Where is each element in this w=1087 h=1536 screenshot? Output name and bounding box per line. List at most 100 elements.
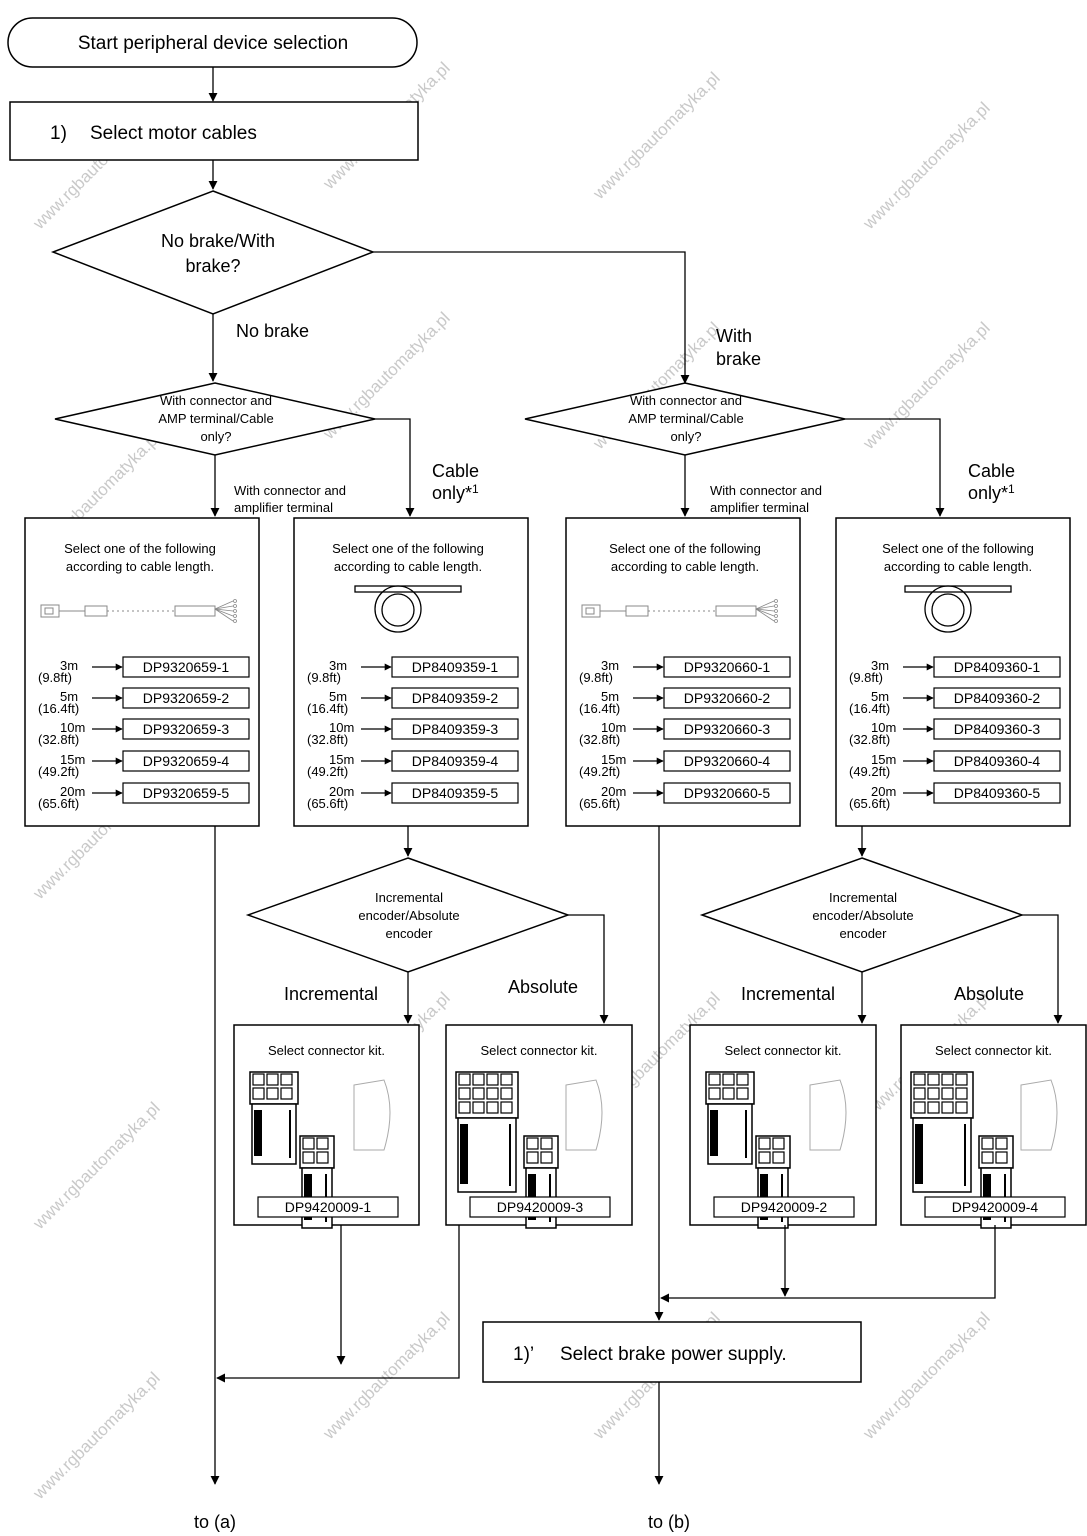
kit-part-number: DP9420009-3 (497, 1199, 584, 1215)
encoder-decision-with-brake: Incremental encoder/Absolute encoder (699, 857, 1025, 973)
length-feet: (49.2ft) (849, 764, 890, 779)
length-row: 5m(16.4ft)DP8409359-2 (307, 687, 519, 716)
kit-instruction: Select connector kit. (268, 1043, 385, 1058)
length-row: 3m(9.8ft) DP8409360-1 (849, 656, 1061, 685)
panel-instruction: Select one of the following (882, 541, 1034, 556)
svg-text:only*1: only*1 (968, 482, 1015, 503)
length-feet: (32.8ft) (849, 732, 890, 747)
connector-decision-no-brake: With connector and AMP terminal/Cable on… (54, 382, 376, 456)
length-feet: (9.8ft) (307, 670, 341, 685)
length-row: 10m(32.8ft) DP8409359-3 (307, 718, 519, 747)
length-meters: 20m (60, 784, 85, 799)
length-row: 15m(49.2ft)DP8409359-4 (307, 750, 519, 779)
with-brake-label-2: brake (716, 349, 761, 369)
kit-part-number: DP9420009-2 (741, 1199, 828, 1215)
length-feet: (16.4ft) (307, 701, 348, 716)
brake-decision-line1: No brake/With (161, 231, 275, 251)
watermark: www.rgbautomatyka.pl (859, 1308, 994, 1443)
panel-instruction: according to cable length. (66, 559, 214, 574)
panel-instruction: according to cable length. (884, 559, 1032, 574)
length-feet: (16.4ft) (38, 701, 79, 716)
svg-text:amplifier terminal: amplifier terminal (710, 500, 809, 515)
length-feet: (49.2ft) (38, 764, 79, 779)
part-number: DP9320659-2 (143, 690, 230, 706)
watermark: www.rgbautomatyka.pl (29, 1368, 164, 1503)
svg-text:Absolute: Absolute (954, 984, 1024, 1004)
no-brake-label: No brake (236, 321, 309, 341)
length-row: 5m(16.4ft) DP9320659-2 (38, 687, 250, 716)
part-number: DP8409359-1 (412, 659, 499, 675)
length-row: 5m(16.4ft)DP9320660-2 (579, 687, 791, 716)
part-number: DP9320660-4 (684, 753, 771, 769)
svg-text:Absolute: Absolute (508, 977, 578, 997)
length-meters: 15m (329, 752, 354, 767)
cable-panel-d: Select one of the following according to … (835, 517, 1071, 827)
length-meters: 15m (871, 752, 896, 767)
select-brake-power-supply-step: 1)’ Select brake power supply. (482, 1321, 862, 1383)
svg-text:With connector and: With connector and (710, 483, 822, 498)
length-feet: (16.4ft) (579, 701, 620, 716)
length-feet: (65.6ft) (849, 796, 890, 811)
kit-instruction: Select connector kit. (724, 1043, 841, 1058)
length-row: 3m(9.8ft)DP8409359-1 (307, 656, 519, 685)
part-number: DP8409359-3 (412, 721, 499, 737)
kit-part-number: DP9420009-4 (952, 1199, 1039, 1215)
part-number: DP8409360-5 (954, 785, 1041, 801)
length-meters: 3m (871, 658, 889, 673)
part-number: DP9320659-4 (143, 753, 230, 769)
length-meters: 5m (871, 689, 889, 704)
length-row: 20m(65.6ft)DP8409359-5 (307, 782, 519, 811)
svg-text:encoder/Absolute: encoder/Absolute (812, 908, 913, 923)
panel-instruction: according to cable length. (611, 559, 759, 574)
svg-text:1)’: 1)’ (513, 1344, 534, 1365)
to-b-label: to (b) (648, 1512, 690, 1532)
watermark: www.rgbautomatyka.pl (859, 318, 994, 453)
part-number: DP8409359-5 (412, 785, 499, 801)
part-number: DP8409360-2 (954, 690, 1041, 706)
length-row: 20m(65.6ft)DP9320660-5 (579, 782, 791, 811)
cable-connector-illustration (581, 599, 778, 623)
svg-text:encoder: encoder (840, 926, 888, 941)
length-row: 15m(49.2ft)DP8409360-4 (849, 750, 1061, 779)
part-number: DP8409360-3 (954, 721, 1041, 737)
length-feet: (9.8ft) (579, 670, 613, 685)
connector-kit-panel: Select connector kit. DP9420009-4 (900, 1024, 1087, 1229)
length-feet: (65.6ft) (307, 796, 348, 811)
part-number: DP9320660-3 (684, 721, 771, 737)
kit-part-number: DP9420009-1 (285, 1199, 372, 1215)
length-meters: 3m (60, 658, 78, 673)
length-feet: (32.8ft) (38, 732, 79, 747)
length-meters: 5m (601, 689, 619, 704)
connector-kit-panel: Select connector kit.DP9420009-3 (445, 1024, 633, 1229)
length-feet: (9.8ft) (849, 670, 883, 685)
kit-instruction: Select connector kit. (935, 1043, 1052, 1058)
length-feet: (65.6ft) (38, 796, 79, 811)
part-number: DP9320659-1 (143, 659, 230, 675)
part-number: DP9320660-5 (684, 785, 771, 801)
part-number: DP8409359-4 (412, 753, 499, 769)
length-meters: 5m (60, 689, 78, 704)
connector-decision-with-brake: With connector and AMP terminal/Cable on… (524, 382, 846, 456)
connector-kit-panel: Select connector kit. DP9420009-2 (689, 1024, 877, 1229)
length-meters: 10m (329, 720, 354, 735)
svg-text:With connector and: With connector and (630, 393, 742, 408)
watermark: www.rgbautomatyka.pl (29, 1098, 164, 1233)
length-meters: 15m (60, 752, 85, 767)
length-row: 10m(32.8ft)DP9320659-3 (38, 718, 250, 747)
svg-text:With connector and: With connector and (234, 483, 346, 498)
svg-text:Incremental: Incremental (829, 890, 897, 905)
length-row: 20m(65.6ft) DP8409360-5 (849, 782, 1061, 811)
svg-text:only?: only? (670, 429, 701, 444)
length-feet: (32.8ft) (579, 732, 620, 747)
watermark: www.rgbautomatyka.pl (589, 68, 724, 203)
part-number: DP9320659-5 (143, 785, 230, 801)
length-meters: 20m (871, 784, 896, 799)
connector-kit-illustration (249, 1071, 391, 1229)
svg-text:Incremental: Incremental (741, 984, 835, 1004)
part-number: DP8409360-1 (954, 659, 1041, 675)
svg-text:Cable: Cable (968, 461, 1015, 481)
length-feet: (32.8ft) (307, 732, 348, 747)
length-feet: (65.6ft) (579, 796, 620, 811)
